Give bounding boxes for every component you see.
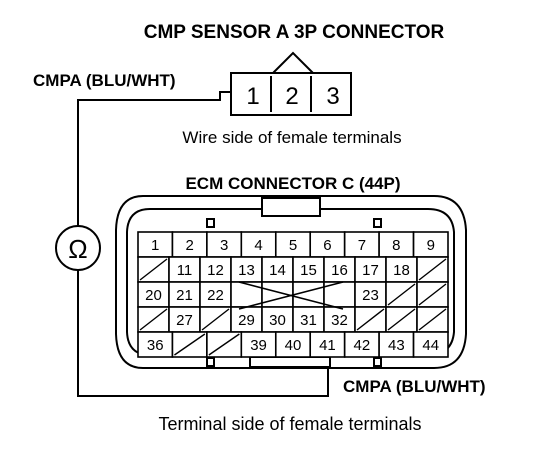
ecm-terminal-41: 41	[319, 337, 336, 354]
ecm-terminal-27: 27	[176, 312, 193, 329]
ecm-terminal-40: 40	[285, 337, 302, 354]
ecm-wire-label: CMPA (BLU/WHT)	[343, 377, 486, 396]
ecm-cell	[168, 256, 201, 283]
ecm-cell	[137, 331, 174, 358]
ecm-cell	[343, 331, 380, 358]
ecm-empty-cavity-slash	[139, 258, 168, 281]
ecm-terminal-15: 15	[300, 262, 317, 279]
ecm-terminal-1: 1	[151, 237, 159, 254]
ecm-empty-cavity-slash	[418, 308, 447, 331]
ecm-terminal-23: 23	[362, 287, 379, 304]
ecm-terminal-9: 9	[427, 237, 435, 254]
ecm-cell	[309, 231, 346, 258]
cmp-terminal-2: 2	[285, 83, 298, 110]
ecm-cell	[240, 331, 277, 358]
ecm-cell	[354, 281, 387, 308]
ecm-terminal-16: 16	[331, 262, 348, 279]
cmp-connector-title: CMP SENSOR A 3P CONNECTOR	[144, 22, 445, 43]
ecm-blank-cavity-x	[238, 281, 344, 310]
ecm-terminal-7: 7	[358, 237, 366, 254]
ecm-cell	[274, 331, 312, 358]
ecm-empty-cavity-slash	[418, 283, 447, 306]
ecm-cell	[292, 306, 325, 333]
cmp-terminal-3: 3	[326, 83, 339, 110]
ecm-cell	[385, 256, 418, 283]
cmp-wire-label: CMPA (BLU/WHT)	[33, 71, 176, 90]
ecm-terminal-17: 17	[362, 262, 379, 279]
ecm-terminal-8: 8	[392, 237, 400, 254]
ecm-terminal-3: 3	[220, 237, 228, 254]
ecm-terminal-20: 20	[145, 287, 162, 304]
ecm-terminal-43: 43	[388, 337, 405, 354]
ecm-cell	[199, 256, 232, 283]
ecm-terminal-29: 29	[238, 312, 255, 329]
ecm-empty-cavity-slash	[208, 333, 240, 356]
ecm-cell	[323, 256, 356, 283]
ecm-empty-cavity-slash	[418, 258, 447, 281]
ecm-terminal-12: 12	[207, 262, 224, 279]
ecm-cell	[412, 331, 449, 358]
ecm-connector-44p	[115, 195, 467, 369]
ecm-empty-cavity-slash	[387, 283, 416, 306]
ecm-terminal-18: 18	[393, 262, 410, 279]
ecm-terminal-31: 31	[300, 312, 317, 329]
ecm-side-caption: Terminal side of female terminals	[158, 414, 421, 434]
ecm-cell	[206, 231, 243, 258]
ecm-cell	[168, 281, 201, 308]
ecm-terminal-13: 13	[238, 262, 255, 279]
ecm-terminal-6: 6	[323, 237, 331, 254]
ecm-empty-cavity-slash	[139, 308, 168, 331]
ecm-terminal-4: 4	[254, 237, 262, 254]
ecm-cell	[137, 231, 174, 258]
ecm-terminal-14: 14	[269, 262, 286, 279]
ecm-terminal-5: 5	[289, 237, 297, 254]
ecm-empty-cavity-slash	[356, 308, 385, 331]
ecm-terminal-36: 36	[147, 337, 164, 354]
ecm-cell	[171, 231, 208, 258]
ecm-terminal-21: 21	[176, 287, 193, 304]
ecm-terminal-22: 22	[207, 287, 224, 304]
ecm-terminal-2: 2	[185, 237, 193, 254]
ecm-cell	[292, 256, 325, 283]
ecm-empty-cavity-slash	[174, 333, 206, 356]
ecm-empty-cavity-slash	[201, 308, 230, 331]
cmp-connector-3p	[230, 51, 352, 116]
ecm-cell	[230, 281, 263, 308]
cmp-side-caption: Wire side of female terminals	[182, 128, 401, 147]
ecm-terminal-30: 30	[269, 312, 286, 329]
ecm-terminal-44: 44	[422, 337, 439, 354]
ecm-terminal-32: 32	[331, 312, 348, 329]
ohmmeter: Ω	[55, 225, 101, 271]
meter-lead-wire	[77, 91, 329, 397]
ecm-terminal-11: 11	[177, 262, 193, 279]
ecm-cell	[240, 231, 277, 258]
ecm-terminal-39: 39	[250, 337, 267, 354]
cmp-terminal-1: 1	[246, 83, 259, 110]
ecm-terminal-42: 42	[354, 337, 371, 354]
ohm-icon: Ω	[68, 234, 87, 264]
ecm-connector-title: ECM CONNECTOR C (44P)	[185, 174, 400, 193]
ecm-cell	[309, 331, 346, 358]
ecm-empty-cavity-slash	[387, 308, 416, 331]
